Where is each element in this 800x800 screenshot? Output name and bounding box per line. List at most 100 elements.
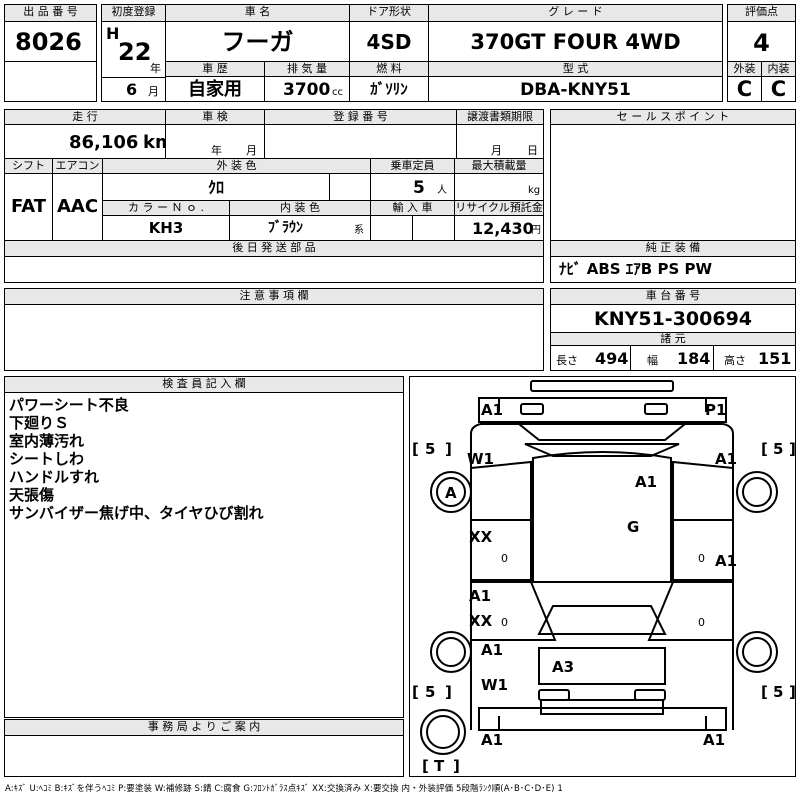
reg-month-unit: 月 — [148, 85, 159, 98]
specs-length-box: 長さ 494 — [550, 345, 631, 371]
car-diagram: A1 P1 W1 A1 A A1 G XX A1 A1 XX A1 A3 W1 … — [412, 380, 795, 775]
recycle-unit: 円 — [531, 225, 541, 236]
svg-text:[: [ — [761, 440, 768, 458]
specs-height-label: 高さ — [724, 354, 746, 367]
car-name-box: フーガ — [165, 21, 350, 62]
capacity-label: 乗車定員 — [370, 158, 455, 174]
equipment: ﾅﾋﾞ ABS ｴｱB PS PW — [559, 260, 713, 278]
fuel-label: 燃 料 — [349, 61, 429, 77]
specs-length-label: 長さ — [556, 354, 578, 367]
shift: FAT — [10, 196, 47, 217]
door-type: 4SD — [366, 30, 412, 54]
grade-label: グ レ ー ド — [428, 4, 723, 22]
capacity-unit: 人 — [437, 185, 447, 196]
history-box: 自家用 — [165, 76, 265, 102]
svg-text:]: ] — [789, 683, 795, 701]
inspector-note: 室内薄汚れ — [9, 432, 85, 450]
model-label: 型 式 — [428, 61, 723, 77]
diag-front-door-l: XX — [469, 528, 493, 546]
color: ｸﾛ — [207, 178, 224, 197]
shaken-year-unit: 年 — [211, 144, 222, 157]
svg-text:[: [ — [412, 683, 419, 701]
diag-front-door-r: A1 — [715, 552, 737, 570]
specs-label: 諸 元 — [550, 332, 796, 346]
diag-rl-quarter-2: W1 — [481, 676, 508, 694]
int-color-unit: 系 — [354, 225, 364, 236]
sales-points-box — [550, 124, 796, 241]
office-box — [4, 735, 404, 777]
recycle: 12,430 — [472, 219, 534, 238]
aircon-box: AAC — [52, 173, 103, 241]
svg-text:]: ] — [445, 440, 452, 458]
import-box-2 — [412, 215, 455, 241]
diag-tire-fl: 5 — [425, 440, 435, 458]
color-no: KH3 — [148, 219, 184, 237]
inspector-note: パワーシート不良 — [9, 396, 129, 414]
svg-text:[: [ — [412, 440, 419, 458]
reg-year: 22 — [118, 38, 152, 66]
interior-box: C — [761, 76, 796, 102]
svg-text:[: [ — [422, 757, 429, 775]
car-name-label: 車 名 — [165, 4, 350, 22]
model: DBA-KNY51 — [520, 80, 631, 100]
shaken-box: 年 月 — [165, 124, 265, 159]
score-label: 評価点 — [727, 4, 796, 22]
import-label: 輸 入 車 — [370, 200, 455, 216]
capacity-box: 5 人 — [370, 173, 455, 201]
inspector-note: 下廻りＳ — [9, 414, 70, 432]
diag-tire-rr: 5 — [773, 683, 783, 701]
max-load-label: 最大積載量 — [454, 158, 544, 174]
mileage-label: 走 行 — [4, 109, 166, 125]
specs-height: 151 — [758, 349, 792, 368]
lot-value-box: 8026 — [4, 21, 97, 62]
inspector-note: 天張傷 — [9, 486, 55, 504]
cautions-label: 注 意 事 項 欄 — [4, 288, 544, 305]
shaken-label: 車 検 — [165, 109, 265, 125]
specs-width-box: 幅 184 — [630, 345, 714, 371]
chassis-box: KNY51-300694 — [550, 304, 796, 333]
displacement-unit: cc — [332, 87, 343, 98]
inspector-note: ハンドルすれ — [9, 468, 100, 486]
diag-tire-fr: 5 — [773, 440, 783, 458]
int-color-label: 内 装 色 — [229, 200, 371, 216]
diag-rl-quarter-1: A1 — [481, 641, 503, 659]
diag-fr-corner: P1 — [705, 401, 726, 419]
specs-height-box: 高さ 151 — [713, 345, 796, 371]
diag-rear-door-l-1: A1 — [469, 587, 491, 605]
diag-rear-l: A1 — [481, 731, 503, 749]
diag-tire-spare: T — [434, 757, 445, 775]
reg-month-box: 6 月 — [101, 77, 166, 102]
capacity: 5 — [413, 178, 425, 198]
grade-box: 370GT FOUR 4WD — [428, 21, 723, 62]
aircon: AAC — [56, 196, 99, 217]
first-reg-label: 初度登録 — [101, 4, 166, 22]
exterior-grade: C — [736, 77, 753, 101]
transfer-box: 月 日 — [456, 124, 544, 159]
office-label: 事 務 局 よ り ご 案 内 — [4, 719, 404, 736]
mileage: 86,106 — [69, 132, 139, 153]
color-no-label: カ ラ ー Ｎ ｏ . — [102, 200, 230, 216]
aircon-label: エアコン — [52, 158, 103, 174]
diag-rear-door-r-zero: 0 — [698, 616, 705, 629]
shift-box: FAT — [4, 173, 53, 241]
diag-glass: G — [627, 518, 639, 536]
damage-diagram-box: A1 P1 W1 A1 A A1 G XX A1 A1 XX A1 A3 W1 … — [409, 376, 796, 777]
later-parts-label: 後 日 発 送 部 品 — [4, 240, 544, 257]
int-color: ﾌﾞﾗｳﾝ — [268, 220, 303, 236]
shaken-month-unit: 月 — [246, 144, 257, 157]
history-label: 車 歴 — [165, 61, 265, 77]
displacement: 3700 — [283, 80, 331, 100]
legend: A:ｷｽﾞ U:ﾍｺﾐ B:ｷｽﾞを伴うﾍｺﾐ P:要塗装 W:補修跡 S:錆 … — [5, 784, 563, 794]
displacement-box: 3700 cc — [264, 76, 350, 102]
exterior-box: C — [727, 76, 762, 102]
inspector-note: サンバイザー焦げ中、タイヤひび割れ — [9, 504, 264, 522]
first-reg-box: H 22 年 — [101, 21, 166, 78]
diag-tire-rl: 5 — [425, 683, 435, 701]
chassis-label: 車 台 番 号 — [550, 288, 796, 305]
diag-roof: A1 — [635, 473, 657, 491]
chassis-number: KNY51-300694 — [593, 308, 753, 330]
color-no-box: KH3 — [102, 215, 230, 241]
